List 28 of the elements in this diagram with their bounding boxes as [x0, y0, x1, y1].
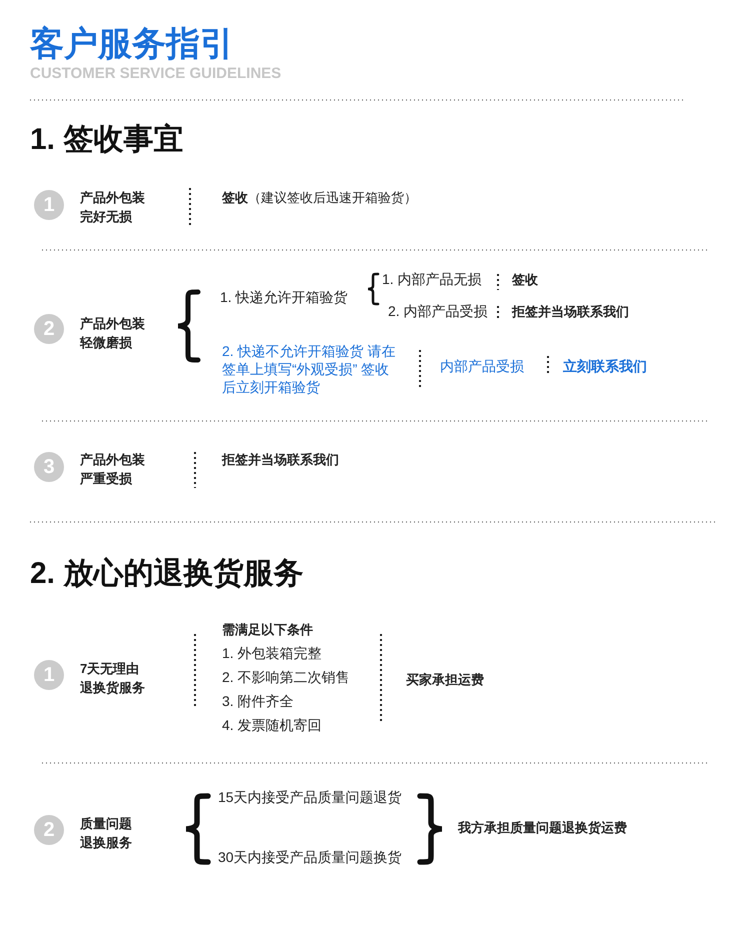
- list-item: 1. 外包装箱完整: [222, 644, 322, 663]
- subtitle: CUSTOMER SERVICE GUIDELINES: [30, 64, 282, 83]
- category-text: 产品外包装严重受损: [80, 451, 146, 488]
- list-heading: 需满足以下条件: [222, 621, 313, 639]
- action-text: 立刻联系我们: [563, 357, 647, 376]
- list-item: 4. 发票随机寄回: [222, 716, 322, 735]
- list-item: 3. 附件齐全: [222, 692, 294, 711]
- section-heading: 1. 签收事宜: [30, 122, 184, 158]
- category-text: 产品外包装完好无损: [80, 189, 146, 226]
- action-text: 拒签并当场联系我们: [222, 451, 339, 469]
- page-title: 客户服务指引: [30, 24, 234, 64]
- condition-text: 30天内接受产品质量问题换货: [218, 848, 402, 867]
- action-text: 我方承担质量问题退换货运费: [458, 819, 627, 837]
- category-text: 质量问题退换服务: [80, 815, 133, 852]
- action-text: 拒签并当场联系我们: [512, 303, 629, 321]
- condition-text: 2. 快递不允许开箱验货 请在签单上填写“外观受损” 签收后立刻开箱验货: [222, 342, 396, 396]
- category-text: 产品外包装轻微磨损: [80, 315, 146, 352]
- action-text: 买家承担运费: [406, 671, 484, 689]
- instruction-text: 签收（建议签收后迅速开箱验货）: [222, 189, 417, 207]
- action-text: 签收: [512, 271, 538, 289]
- category-text: 7天无理由退换货服务: [80, 660, 146, 697]
- list-item: 2. 不影响第二次销售: [222, 668, 350, 687]
- section-heading: 2. 放心的退换货服务: [30, 556, 304, 592]
- condition-text: 1. 快递允许开箱验货: [220, 288, 348, 307]
- condition-text: 2. 内部产品受损: [388, 302, 488, 321]
- condition-text: 15天内接受产品质量问题退货: [218, 788, 402, 807]
- condition-text: 内部产品受损: [440, 357, 524, 376]
- condition-text: 1. 内部产品无损: [382, 270, 482, 289]
